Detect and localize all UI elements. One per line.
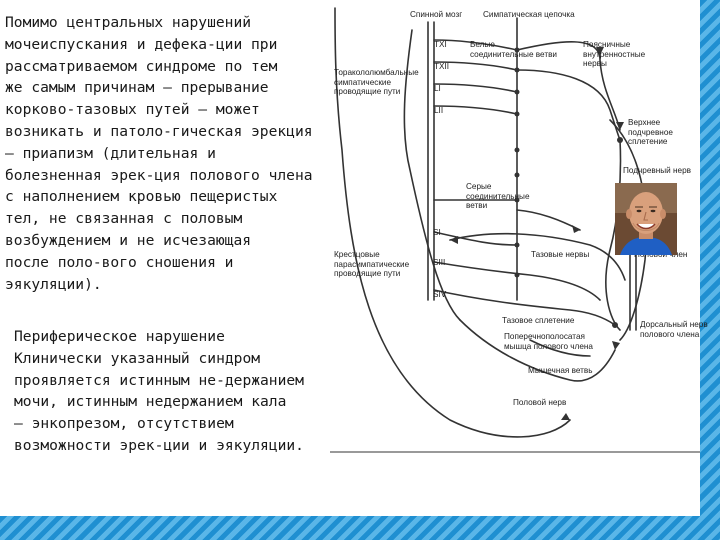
text-line: с наполнением кровью пещеристых [5,188,278,206]
text-line: эякуляции). [5,275,102,293]
text-line: тел, не связанная с половым [5,210,243,228]
label-sympathetic-chain: Симпатическая цепочка [483,10,575,19]
text-line: возникать и патоло-гическая эрекция [5,122,313,140]
white-ramus-3 [433,83,518,93]
label-striated-muscle: Поперечнополосатая мышца полового члена [504,332,593,351]
text-line: Периферическое нарушение [14,328,225,345]
decorative-stripe-right [700,0,720,540]
gray-ramus-2 [516,209,581,231]
paragraph-peripheral-disorders: Периферическое нарушение Клинически указ… [14,326,344,457]
label-spinal-cord: Спинной мозг [410,10,463,19]
text-line: после поло-вого сношения и [5,253,234,271]
sacral-path-3 [433,289,616,326]
label-white-rami: Белые соединительные ветви [470,40,557,59]
label-pudendal-nerve: Половой нерв [513,398,567,407]
text-line: мочеиспускания и дефека-ции при [5,35,278,53]
label-sacral-parasympathetic: Крестцовые парасимпатические проводящие … [334,250,410,279]
label-pelvic-nerves: Тазовые нервы [531,250,590,259]
text-line: корково-тазовых путей — может [5,101,260,119]
white-ramus-2 [433,61,518,71]
lumbar-nerve-1 [516,41,621,131]
label-gray-rami: Серые соединительные ветви [466,182,530,211]
slide-content: Помимо центральных нарушений мочеиспуска… [5,7,708,457]
white-ramus-1 [433,39,518,51]
label-siv: SIV [433,290,447,299]
text-line: же самым причинам — прерывание [5,79,269,97]
muscle-branch-curve [529,339,591,357]
label-superior-plexus: Верхнее подчревное сплетение [628,118,673,147]
label-dorsal-nerve: Дорсальный нерв полового члена [640,320,708,339]
label-thoracolumbar: Торакололюмбальные симпатические проводя… [334,68,419,97]
decorative-stripe-bottom [0,516,720,540]
label-txii: TXII [434,62,450,71]
pudendal-curve [459,319,616,382]
text-line: Клинически указанный синдром [14,349,261,367]
label-hypogastric-nerve: Подчревный нерв [623,166,691,175]
innervation-diagram [330,7,700,453]
man-photo [615,183,677,255]
label-pelvic-plexus: Тазовое сплетение [502,316,575,325]
text-line: рассматриваемом синдроме по тем [5,57,278,75]
sacral-path-2 [433,261,601,301]
label-lii: LII [434,106,444,115]
text-line: возбуждением и не исчезающая [5,231,252,249]
label-txi: TXI [434,40,447,49]
pelvic-nerve [449,232,626,281]
label-siii: SIII [433,258,446,267]
text-line: — приапизм (длительная и [5,144,216,162]
label-li: LI [434,84,441,93]
outer-left-loop [334,7,571,438]
label-lumbar-nerves: Поясничные внутренностные нервы [583,40,646,69]
text-line: проявляется истинным не-держанием [14,371,304,389]
label-muscle-branch: Мышечная ветвь [528,366,593,375]
white-ramus-4 [433,105,518,115]
text-line: — энкопрезом, отсутствием [14,415,234,433]
lumbar-nerve-2 [516,69,621,141]
text-line: мочи, истинным недержанием кала [14,393,287,411]
paragraph-central-disorders: Помимо центральных нарушений мочеиспуска… [5,12,335,295]
sacral-path-1 [433,231,518,246]
text-line: болезненная эрек-ция полового члена [5,166,313,184]
text-line: возможности эрек-ции и эякуляции. [14,436,304,454]
hypogastric-nerve-path [605,139,622,331]
label-si: SI [433,228,441,237]
text-line: Помимо центральных нарушений [5,14,252,31]
